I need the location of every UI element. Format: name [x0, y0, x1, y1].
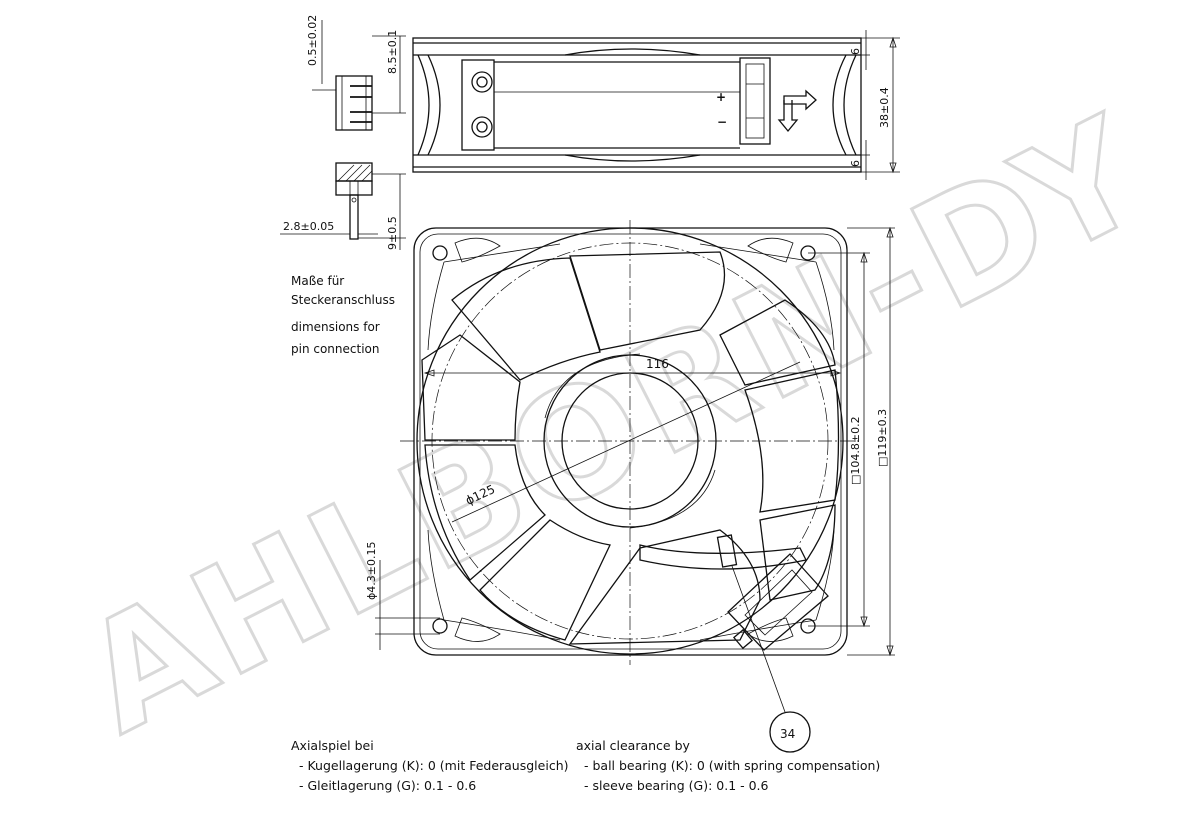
watermark: AHLBORN-DY [56, 82, 1176, 769]
axial-de-sleeve: - Gleitlagerung (G): 0.1 - 0.6 [299, 778, 477, 793]
callout-number: 34 [780, 727, 795, 741]
axial-en-ball: - ball bearing (K): 0 (with spring compe… [584, 758, 881, 773]
dim-fan-height: 38±0.4 [878, 87, 891, 128]
pin-detail [280, 20, 406, 250]
axial-clearance-en: axial clearance by - ball bearing (K): 0… [576, 736, 880, 796]
fan-front-view [375, 220, 895, 753]
dim-thickness: 0.5±0.02 [306, 15, 319, 66]
connector-note-de-1: Maße für [291, 274, 344, 288]
dim-flange-top: 6 [849, 48, 862, 55]
dim-hole-spacing: 116 [646, 357, 669, 371]
dim-flange-bottom: 6 [849, 160, 862, 167]
watermark-text: AHLBORN-DY [57, 83, 1174, 767]
axial-de-title: Axialspiel bei [291, 738, 374, 753]
connector-note-en-2: pin connection [291, 342, 380, 356]
dim-pin-width: 2.8±0.05 [283, 220, 334, 233]
dim-outer-size: □119±0.3 [876, 409, 889, 467]
axial-en-sleeve: - sleeve bearing (G): 0.1 - 0.6 [584, 778, 769, 793]
dim-hole-pitch: □104.8±0.2 [849, 416, 862, 485]
plus-terminal-label: + [716, 90, 726, 104]
connector-note-en-1: dimensions for [291, 320, 380, 334]
axial-de-ball: - Kugellagerung (K): 0 (mit Federausglei… [299, 758, 569, 773]
fan-side-view: + − [412, 30, 900, 180]
dim-pin-length: 8.5±0.1 [386, 30, 399, 74]
dim-hole-diameter: ϕ4.3±0.15 [365, 542, 378, 600]
connector-note-de-2: Steckeranschluss [291, 293, 395, 307]
dim-pin-depth: 9±0.5 [386, 216, 399, 250]
axial-en-title: axial clearance by [576, 738, 690, 753]
axial-clearance-de: Axialspiel bei - Kugellagerung (K): 0 (m… [291, 736, 569, 796]
minus-terminal-label: − [717, 115, 727, 129]
